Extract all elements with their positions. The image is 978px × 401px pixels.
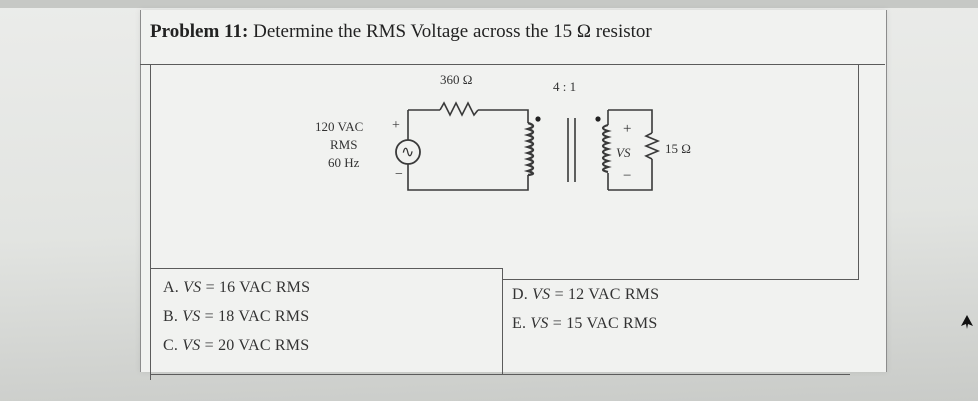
problem-title: Problem 11: Determine the RMS Voltage ac… bbox=[150, 21, 652, 43]
answer-d-var: VS bbox=[532, 286, 551, 303]
answer-b: B. VS = 18 VAC RMS bbox=[163, 308, 309, 326]
top-strip bbox=[0, 0, 978, 8]
primary-polarity-dot bbox=[535, 116, 541, 122]
answer-a: A. VS = 16 VAC RMS bbox=[163, 279, 310, 297]
source-label-line3: 60 Hz bbox=[328, 155, 360, 170]
answer-d: D. VS = 12 VAC RMS bbox=[512, 286, 659, 304]
answer-a-letter: A. bbox=[163, 279, 179, 296]
answer-e: E. VS = 15 VAC RMS bbox=[512, 315, 657, 333]
problem-number: Problem 11: bbox=[150, 21, 249, 42]
answer-e-value: = 15 VAC RMS bbox=[552, 315, 658, 332]
problem-text: Determine the RMS Voltage across the 15 … bbox=[253, 21, 652, 42]
secondary-loop-bottom bbox=[608, 159, 653, 191]
secondary-voltage-label: VS bbox=[616, 145, 631, 160]
answer-b-var: VS bbox=[182, 308, 201, 325]
answer-d-value: = 12 VAC RMS bbox=[554, 286, 660, 303]
load-resistor-zigzag bbox=[643, 132, 661, 160]
answer-c-letter: C. bbox=[163, 337, 179, 354]
answers-top-rule bbox=[150, 268, 502, 269]
title-bottom-rule bbox=[140, 64, 885, 65]
answer-d-letter: D. bbox=[512, 286, 528, 303]
answer-c-value: = 20 VAC RMS bbox=[204, 337, 310, 354]
answer-c: C. VS = 20 VAC RMS bbox=[163, 337, 309, 355]
answer-e-var: VS bbox=[530, 315, 549, 332]
circuit-right-rule bbox=[858, 64, 859, 280]
problem-sheet bbox=[140, 10, 887, 372]
answers-top-rule-right bbox=[502, 279, 858, 280]
mouse-cursor-icon bbox=[961, 315, 973, 329]
series-resistor-label: 360 Ω bbox=[440, 72, 472, 87]
answers-bottom-rule bbox=[150, 374, 850, 375]
turns-ratio-label: 4 : 1 bbox=[553, 79, 576, 94]
series-resistor-zigzag bbox=[439, 101, 479, 117]
secondary-loop-top bbox=[608, 109, 653, 133]
source-plus-sign: + bbox=[392, 118, 400, 133]
load-resistor-label: 15 Ω bbox=[665, 141, 691, 156]
secondary-polarity-dot bbox=[595, 116, 601, 122]
source-label-line2: RMS bbox=[330, 137, 357, 152]
answer-a-value: = 16 VAC RMS bbox=[205, 279, 311, 296]
answer-a-var: VS bbox=[183, 279, 202, 296]
secondary-plus-sign: + bbox=[623, 121, 631, 137]
primary-wire-left-bottom bbox=[407, 164, 529, 191]
answer-b-letter: B. bbox=[163, 308, 179, 325]
answers-divider bbox=[502, 268, 503, 375]
ac-symbol: ∿ bbox=[401, 144, 414, 161]
answer-c-var: VS bbox=[182, 337, 201, 354]
primary-wire-top-right bbox=[478, 109, 529, 123]
secondary-minus-sign: − bbox=[623, 168, 631, 184]
primary-coil bbox=[523, 121, 535, 177]
secondary-coil bbox=[601, 123, 612, 174]
source-minus-sign: − bbox=[395, 167, 403, 182]
answer-e-letter: E. bbox=[512, 315, 527, 332]
source-label-line1: 120 VAC bbox=[315, 119, 363, 134]
circuit-left-rule bbox=[150, 64, 151, 380]
answer-b-value: = 18 VAC RMS bbox=[204, 308, 310, 325]
